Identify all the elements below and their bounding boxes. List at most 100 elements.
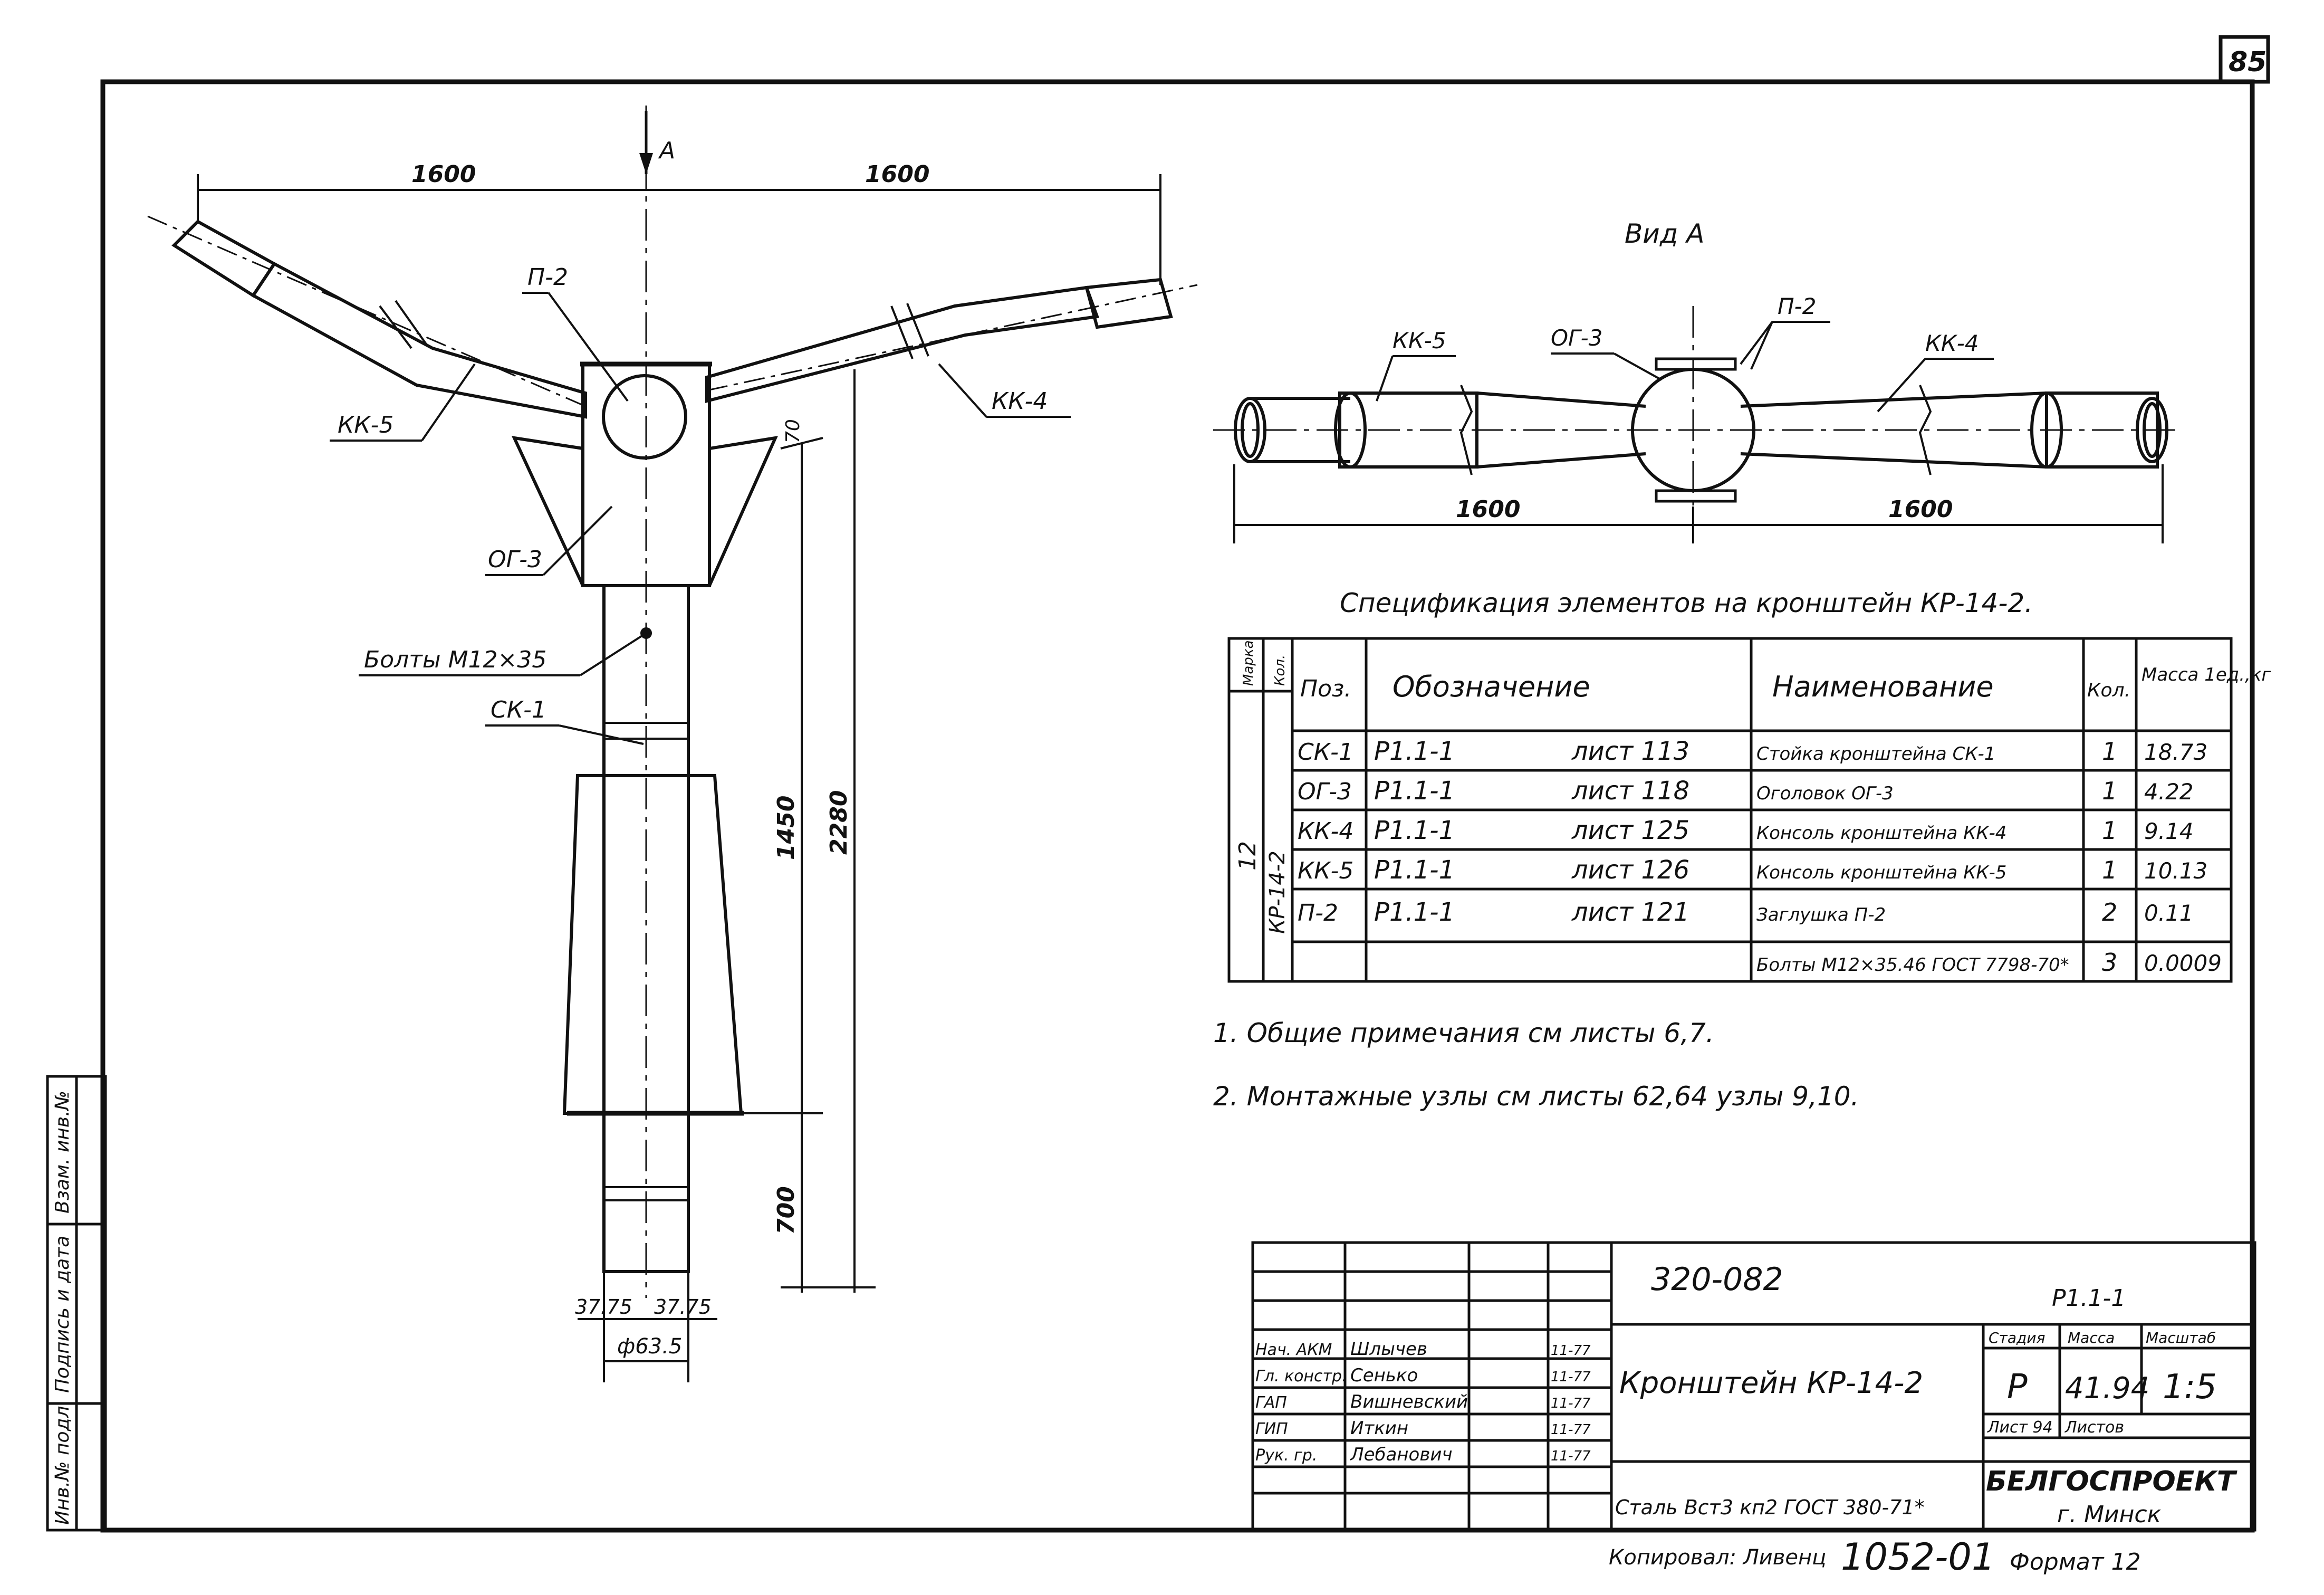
tb-mass-h: Масса <box>2068 1329 2115 1346</box>
spec-h-qty: Кол. <box>1272 655 1288 686</box>
dim-37-75-left: 37.75 <box>575 1295 632 1319</box>
view-a-label-og3: ОГ-3 <box>1551 325 1602 351</box>
spec-cell-doc: Р1.1-1 <box>1374 776 1455 806</box>
tb-person-date: 11-77 <box>1551 1422 1591 1438</box>
tb-material: Сталь Вст3 кп2 ГОСТ 380-71* <box>1615 1496 1925 1519</box>
spec-cell-name: Консоль кронштейна КК-4 <box>1756 823 2006 844</box>
spec-cell-count: 1 <box>2102 777 2117 805</box>
side-stamp: Инв.№ подл. Подпись и дата Взам. инв.№ <box>46 1075 107 1532</box>
view-a-dim-left: 1600 <box>1456 496 1520 523</box>
tb-person-date: 11-77 <box>1551 1396 1591 1411</box>
main-view: А 1600 1600 <box>147 106 1198 1382</box>
spec-cell-doc: Р1.1-1 <box>1374 855 1455 885</box>
spec-cell-pos: СК-1 <box>1298 739 1353 766</box>
spec-cell-mass: 4.22 <box>2144 779 2194 805</box>
tb-person-name: Иткин <box>1350 1418 1408 1439</box>
spec-cell-sheet: лист 125 <box>1571 816 1689 845</box>
tb-person-date: 11-77 <box>1551 1369 1591 1385</box>
sheet-number-box <box>2219 35 2270 84</box>
title-block-text: 320-082 Р1.1-1 Кронштейн КР-14-2 Сталь В… <box>1615 1261 2237 1528</box>
spec-cell-name: Стойка кронштейна СК-1 <box>1756 743 1995 765</box>
view-a-dim-right: 1600 <box>1888 496 1953 523</box>
label-bolts: Болты М12×35 <box>364 646 546 673</box>
label-og3: ОГ-3 <box>488 546 542 573</box>
sheet-frame <box>100 79 2255 1533</box>
note-1: 1. Общие примечания см листы 6,7. <box>1213 1018 1714 1048</box>
spec-cell-doc: Р1.1-1 <box>1374 737 1455 766</box>
spec-cell-pos: КК-4 <box>1298 818 1353 845</box>
spec-cell-pos: КК-5 <box>1298 857 1353 884</box>
tb-stage: Р <box>2007 1368 2028 1407</box>
spec-cell-sheet: лист 126 <box>1571 855 1689 885</box>
dim-70: 70 <box>782 419 804 443</box>
view-a-label-kk4: КК-4 <box>1925 330 1979 356</box>
spec-cell-doc: Р1.1-1 <box>1374 816 1455 845</box>
head-og3 <box>511 361 778 587</box>
note-2: 2. Монтажные узлы см листы 62,64 узлы 9,… <box>1213 1081 1859 1112</box>
view-a-label-kk5: КК-5 <box>1393 328 1446 354</box>
dim-left-1600: 1600 <box>411 161 476 188</box>
tb-sheets: Листов <box>2064 1418 2124 1437</box>
spec-h-designation: Обозначение <box>1393 670 1590 703</box>
footer-num: 1052-01 <box>1841 1535 1995 1579</box>
dim-right-1600: 1600 <box>865 161 929 188</box>
plug-p2 <box>602 374 687 460</box>
dim-700: 700 <box>773 1186 800 1235</box>
label-kk4: КК-4 <box>992 388 1048 415</box>
spec-cell-doc: Р1.1-1 <box>1374 897 1455 927</box>
bottom-dims <box>578 1272 717 1382</box>
sheet-number: 85 <box>2229 46 2267 78</box>
spec-cell-mass: 9.14 <box>2144 818 2194 844</box>
spec-cell-pos: П-2 <box>1298 900 1338 927</box>
label-p2: П-2 <box>527 264 568 291</box>
spec-cell-count: 3 <box>2102 948 2117 977</box>
tb-person-date: 11-77 <box>1551 1448 1591 1464</box>
spec-headers: Марка Кол. Поз. Обозначение Наименование… <box>1234 640 2271 934</box>
spec-cell-name: Оголовок ОГ-3 <box>1756 783 1894 804</box>
footer-format: Формат 12 <box>2010 1549 2141 1575</box>
spec-h-pos: Поз. <box>1300 675 1351 702</box>
stamp-inv: Инв.№ подл. <box>52 1400 73 1525</box>
dim-1450: 1450 <box>773 796 800 860</box>
title-block <box>1251 1241 2256 1532</box>
label-kk5: КК-5 <box>338 412 393 438</box>
spec-h-mass: Масса 1ед.,кг <box>2141 664 2271 685</box>
arrow-a-label: А <box>658 137 675 164</box>
tb-code: 320-082 <box>1651 1261 1783 1298</box>
tb-doc: Р1.1-1 <box>2052 1285 2126 1312</box>
spec-cell-mass: 18.73 <box>2144 739 2207 765</box>
spec-cell-count: 2 <box>2102 898 2117 927</box>
spec-cell-name: Консоль кронштейна КК-5 <box>1756 862 2006 883</box>
view-a-title: Вид А <box>1625 218 1704 249</box>
tb-person-name: Лебанович <box>1349 1444 1453 1465</box>
spec-cell-sheet: лист 121 <box>1571 897 1689 927</box>
spec-cell-name: Болты М12×35.46 ГОСТ 7798-70* <box>1756 954 2069 976</box>
arm-kk5 <box>147 215 587 419</box>
tb-org: БЕЛГОСПРОЕКТ <box>1986 1466 2237 1497</box>
tb-person-role: Гл. констр. <box>1255 1367 1347 1386</box>
dim-dia-63-5: ф63.5 <box>617 1334 682 1359</box>
tb-person-name: Сенько <box>1350 1365 1418 1386</box>
spec-cell-pos: ОГ-3 <box>1298 778 1352 805</box>
tb-person-date: 11-77 <box>1551 1343 1591 1359</box>
tb-mass: 41.94 <box>2065 1371 2149 1406</box>
spec-cell-count: 1 <box>2102 856 2117 884</box>
spec-cell-mass: 0.0009 <box>2144 950 2222 976</box>
tb-person-name: Вишневский <box>1350 1391 1468 1412</box>
view-a: Вид А 1600 1600 <box>1213 218 2178 543</box>
spec-h-count: Кол. <box>2087 680 2130 701</box>
post-sk1 <box>562 584 744 1273</box>
stamp-sign: Подпись и дата <box>52 1236 73 1393</box>
spec-cell-name: Заглушка П-2 <box>1756 904 1886 925</box>
spec-group-mark: КР-14-2 <box>1265 851 1290 934</box>
spec-title: Спецификация элементов на кронштейн КР-1… <box>1340 588 2033 618</box>
tb-stage-h: Стадия <box>1989 1329 2045 1346</box>
arm-kk4 <box>705 278 1198 403</box>
tb-person-role: ГИП <box>1255 1420 1288 1438</box>
dim-37-75-right: 37.75 <box>654 1295 712 1319</box>
tb-person-role: Нач. АКМ <box>1255 1341 1332 1359</box>
view-a-label-p2: П-2 <box>1778 293 1816 319</box>
